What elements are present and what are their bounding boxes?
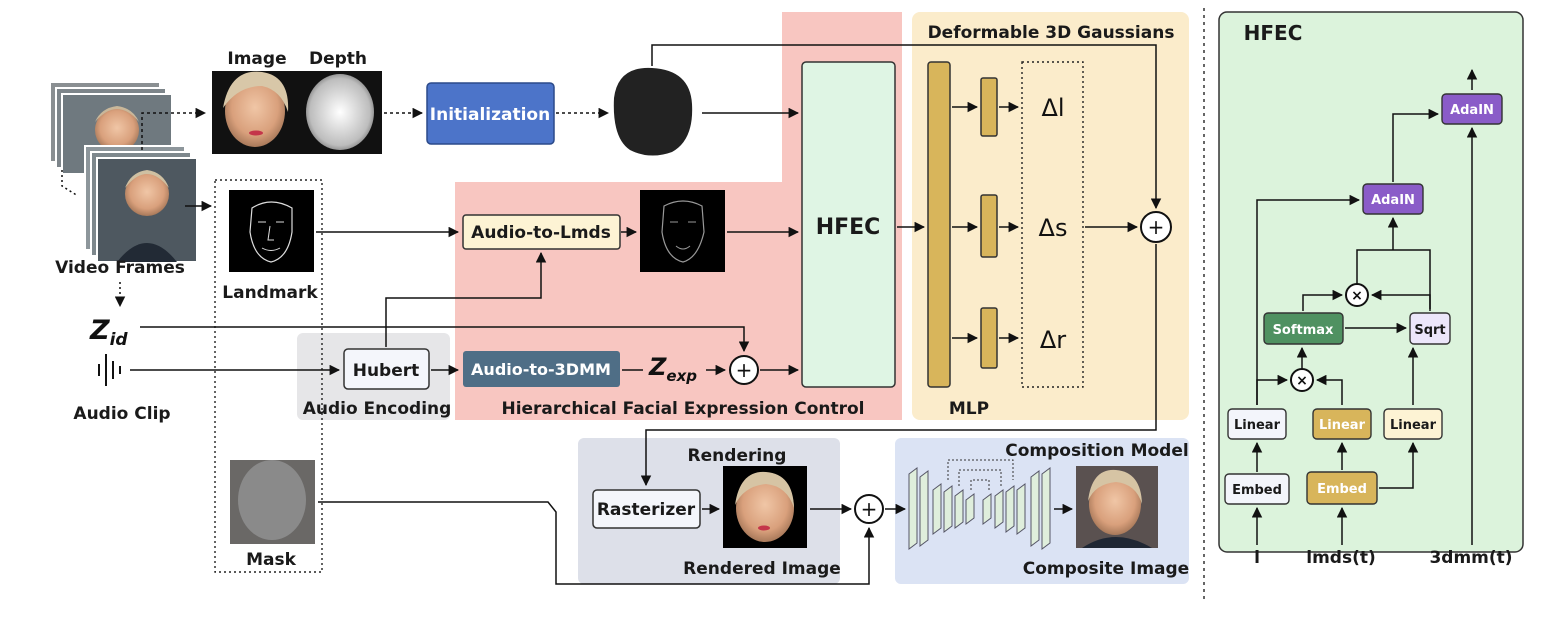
hfec-box: [801, 61, 896, 388]
add-op-composite-symbol: +: [861, 497, 878, 521]
gaussian-head-shape: [613, 67, 693, 156]
audio-to-3dmm-box: [463, 351, 620, 387]
rendered-image-label: Rendered Image: [683, 559, 841, 579]
landmark-label: Landmark: [222, 283, 318, 303]
composition-model-label: Composition Model: [1005, 441, 1188, 461]
video-frames-stack: [49, 81, 198, 263]
input-3dmm-label: 3dmm(t): [1429, 548, 1512, 568]
mlp-node-r: [980, 307, 998, 369]
video-frames-label: Video Frames: [55, 258, 185, 278]
sqrt-label: Sqrt: [1414, 323, 1445, 338]
delta-r: Δr: [1040, 326, 1066, 354]
image-label: Image: [227, 49, 286, 69]
add-op-composite: [854, 494, 884, 524]
audio-clip-label: Audio Clip: [73, 404, 170, 424]
deltas-bracket: [1021, 61, 1084, 388]
initialization-box: [426, 82, 555, 145]
audio-to-3dmm-label: Audio-to-3DMM: [471, 360, 611, 379]
multiply-op-top-symbol: ×: [1351, 288, 1363, 304]
mask-label: Mask: [246, 550, 297, 570]
composite-image-label: Composite Image: [1023, 559, 1189, 579]
delta-s: Δs: [1039, 214, 1068, 242]
adain-top-box: [1441, 93, 1503, 125]
linear-l-box: [1227, 408, 1287, 440]
preprocess-bracket: [214, 179, 323, 573]
audio-waveform-icon: [98, 354, 121, 386]
deformable-label: Deformable 3D Gaussians: [928, 23, 1175, 43]
z-exp-symbol: Zexp: [648, 353, 697, 385]
audio-to-lmds-box: [462, 214, 621, 250]
delta-l: Δl: [1041, 94, 1064, 122]
embed-l-label: Embed: [1232, 483, 1282, 498]
skip-connections: [947, 459, 1014, 490]
input-l-label: l: [1254, 548, 1260, 568]
rasterizer-label: Rasterizer: [597, 500, 696, 520]
predicted-landmark-thumbnail: [640, 190, 725, 272]
rendering-label: Rendering: [688, 446, 787, 466]
softmax-box: [1263, 312, 1344, 345]
adain-top-label: AdaIN: [1450, 103, 1494, 118]
mlp-bar: [927, 61, 951, 388]
input-lmds-label: lmds(t): [1306, 548, 1376, 568]
linear-3-box: [1383, 408, 1443, 440]
linear-lmds-box: [1312, 408, 1372, 440]
hubert-label: Hubert: [353, 361, 420, 381]
sqrt-box: [1409, 312, 1451, 345]
adain-mid-label: AdaIN: [1371, 193, 1415, 208]
rasterizer-box: [592, 489, 701, 529]
unet-layers: [908, 467, 1051, 550]
landmark-thumbnail: [229, 190, 314, 272]
add-op-zexp: [729, 355, 759, 385]
audio-to-lmds-label: Audio-to-Lmds: [471, 223, 611, 243]
add-op-deform: [1140, 211, 1172, 243]
mlp-node-s: [980, 194, 998, 258]
embed-lmds-label: Embed: [1317, 482, 1367, 497]
audio-encoding-label: Audio Encoding: [303, 399, 452, 419]
linear-l-label: Linear: [1234, 418, 1281, 433]
linear-3-label: Linear: [1390, 418, 1437, 433]
embed-lmds-box: [1306, 471, 1378, 505]
add-op-deform-symbol: +: [1148, 215, 1165, 239]
hfec-label: HFEC: [816, 215, 881, 240]
softmax-label: Softmax: [1273, 323, 1334, 338]
mlp-node-l: [980, 77, 998, 137]
linear-lmds-label: Linear: [1319, 418, 1366, 433]
hierarchical-label: Hierarchical Facial Expression Control: [501, 399, 864, 419]
embed-l-box: [1224, 473, 1290, 505]
hfec-panel-title: HFEC: [1244, 21, 1303, 45]
add-op-zexp-symbol: +: [736, 358, 753, 382]
initialization-label: Initialization: [430, 105, 550, 125]
adain-mid-box: [1362, 183, 1424, 215]
connectors: [61, 44, 1478, 585]
hfec-panel: [1218, 11, 1524, 553]
mlp-label: MLP: [949, 399, 989, 419]
hubert-box: [343, 348, 430, 390]
depth-label: Depth: [309, 49, 367, 69]
z-id-symbol: Zid: [89, 315, 128, 350]
multiply-op-bottom-symbol: ×: [1296, 373, 1308, 389]
